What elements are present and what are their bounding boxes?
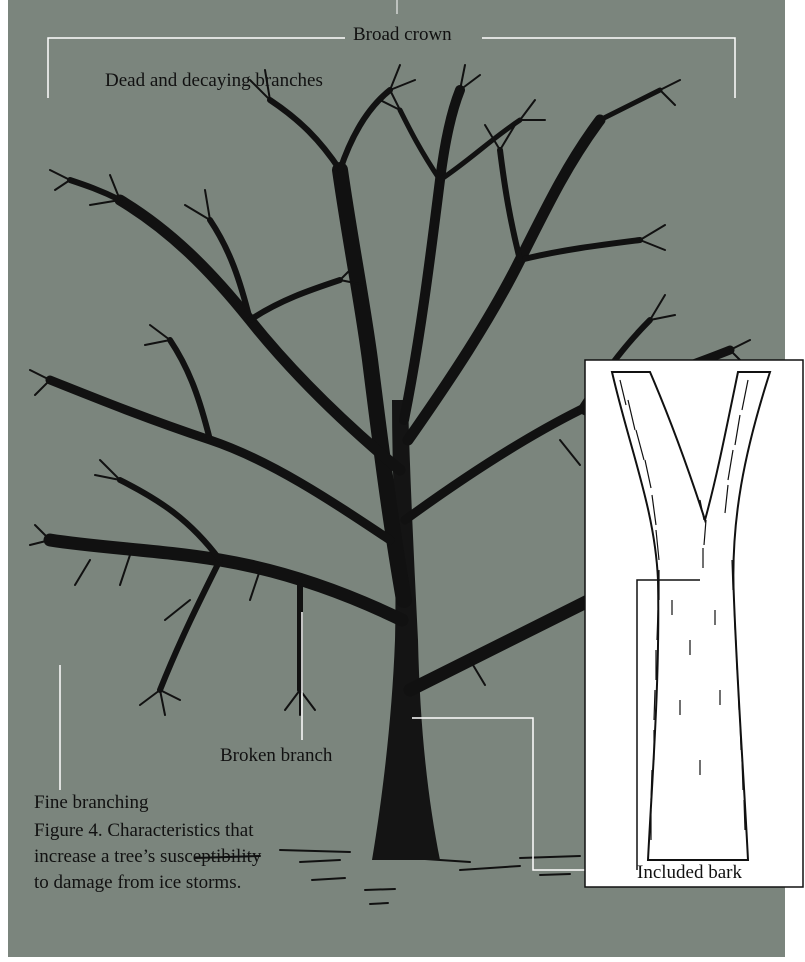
fine-branching-label: Fine branching <box>34 792 149 814</box>
broad-crown-label: Broad crown <box>353 24 452 46</box>
included-bark-label: Included bark <box>637 862 742 884</box>
caption-line-2: increase a tree’s susceptibility <box>34 844 334 870</box>
caption-line-3: to damage from ice storms. <box>34 870 334 896</box>
caption-line-1: Figure 4. Characteristics that <box>34 818 334 844</box>
dead-branches-label: Dead and decaying branches <box>105 70 323 92</box>
broken-branch-label: Broken branch <box>220 745 332 767</box>
figure-caption: Figure 4. Characteristics that increase … <box>34 818 334 896</box>
included-bark-inset <box>585 360 803 887</box>
